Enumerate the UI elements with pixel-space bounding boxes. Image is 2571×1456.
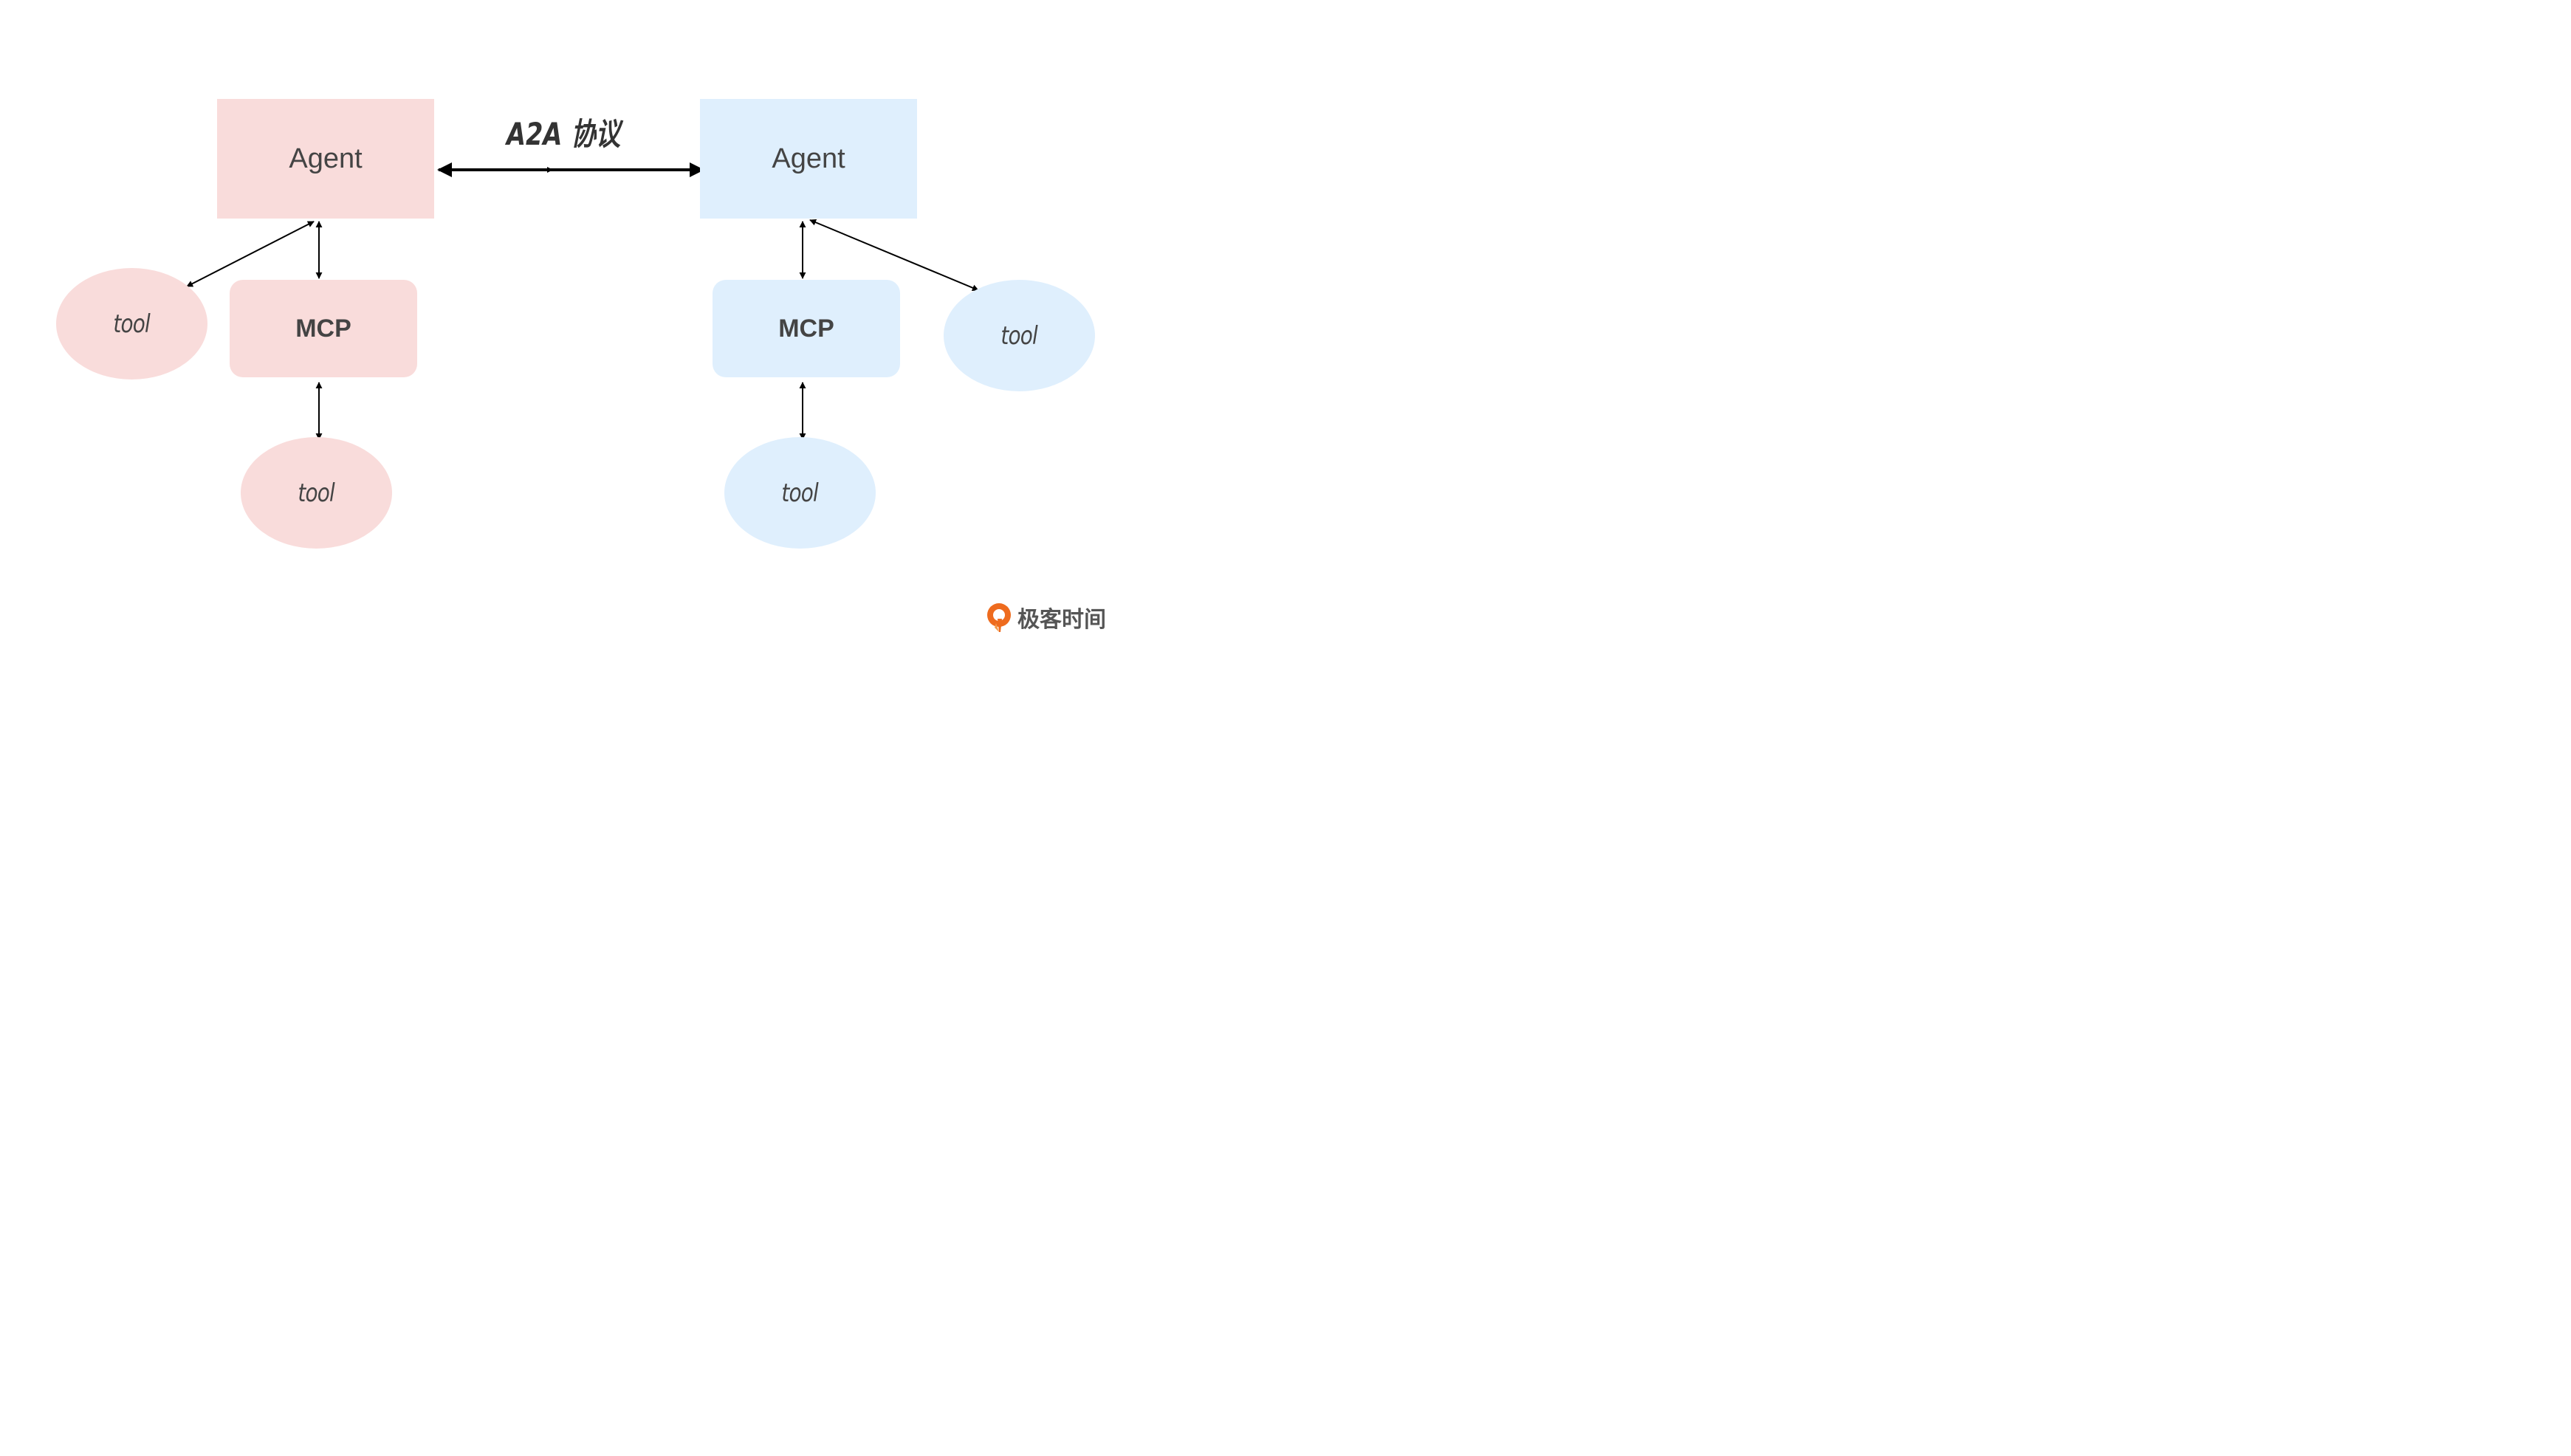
geektime-logo-icon <box>987 603 1011 632</box>
left-mcp-label: MCP <box>295 314 351 343</box>
left-agent-box: Agent <box>217 99 434 219</box>
left-side-tool-ellipse: tool <box>56 268 207 380</box>
right-mcp-tool-label: tool <box>781 478 819 508</box>
brand-watermark: 极客时间 <box>985 600 1106 635</box>
right-agent-tool-connector <box>809 219 979 292</box>
right-side-tool-label: tool <box>1000 320 1038 351</box>
left-side-tool-label: tool <box>113 309 151 339</box>
left-agent-label: Agent <box>289 142 363 174</box>
left-mcp-tool-label: tool <box>298 478 335 508</box>
connector-layer <box>186 162 979 440</box>
left-agent-tool-connector <box>186 221 315 287</box>
right-agent-box: Agent <box>700 99 917 219</box>
right-mcp-tool-ellipse: tool <box>724 437 876 549</box>
a2a-midpoint-tick <box>547 167 553 173</box>
brand-name: 极客时间 <box>1017 607 1106 633</box>
right-mcp-box: MCP <box>713 280 900 377</box>
protocol-label: A2A 协议 <box>507 115 621 152</box>
left-mcp-box: MCP <box>230 280 417 377</box>
left-mcp-tool-ellipse: tool <box>241 437 392 549</box>
right-agent-label: Agent <box>772 142 845 174</box>
right-side-tool-ellipse: tool <box>944 280 1095 391</box>
diagram-canvas: A2A 协议 Agent MCP tool tool Agent MCP too… <box>0 0 1147 650</box>
right-mcp-label: MCP <box>778 314 834 343</box>
